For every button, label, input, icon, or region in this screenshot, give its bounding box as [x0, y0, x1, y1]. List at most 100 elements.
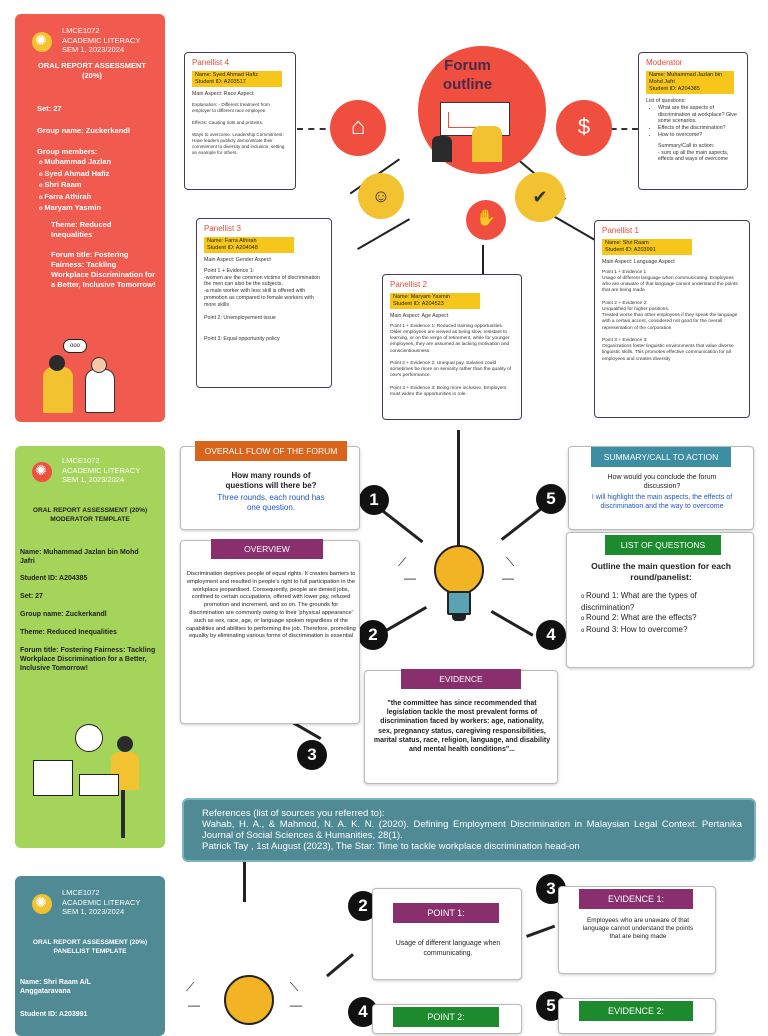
light-rays: ⟋—⟍— — [186, 980, 302, 1012]
panellist-body: Point 1 + Evidence 1 Usage of different … — [602, 269, 738, 362]
moderator-name: Name: Muhammad Jazlan bin Mohd Jafri — [20, 549, 139, 565]
evidence-title: EVIDENCE — [401, 669, 521, 689]
summary-card: SUMMARY/CALL TO ACTION How would you con… — [568, 446, 754, 530]
question-item: Round 1: What are the types of discrimin… — [581, 591, 745, 613]
panellist-id: Name: Maryam Yasmin Student ID: A204523 — [390, 293, 480, 309]
point-1-title: POINT 1: — [393, 903, 499, 923]
panellist-body: Explanation: - Different treatment from … — [192, 101, 285, 155]
questions-label: List of questions: — [646, 98, 686, 104]
panellist-aspect: Main Aspect: Race Aspect — [192, 91, 254, 97]
point-2-title: POINT 2: — [393, 1007, 499, 1027]
question-item: Round 2: What are the effects? — [581, 613, 745, 625]
forum-outline-title: Forum outline — [442, 57, 493, 93]
panellist-3-box: Panellist 3 Name: Farra Athirah Student … — [196, 218, 332, 388]
store-icon: ⌂ — [330, 100, 386, 156]
card-title: ORAL REPORT ASSESSMENT (20%) PANELLIST T… — [32, 939, 148, 955]
evidence-1-title: EVIDENCE 1: — [579, 889, 693, 909]
people-illustration: ooo — [35, 339, 130, 419]
flow-answer: Three rounds, each round has one questio… — [217, 493, 325, 512]
evidence-2-title: EVIDENCE 2: — [579, 1001, 693, 1021]
panellist-2-box: Panellist 2 Name: Maryam Yasmin Student … — [382, 274, 522, 420]
member-item: Farra Athirah — [39, 192, 111, 204]
questions-prompt: Outline the main question for each round… — [591, 561, 731, 582]
panellist-aspect: Main Aspect: Language Aspect — [602, 259, 675, 265]
lightbulb-icon — [218, 975, 280, 1035]
overview-card: OVERVIEW Discrimination deprives people … — [180, 539, 360, 724]
student-id: Student ID: A203991 — [20, 1011, 88, 1018]
member-item: Maryam Yasmin — [39, 203, 111, 215]
overview-text: Discrimination deprives people of equal … — [186, 571, 356, 640]
remote-work-illustration — [25, 724, 155, 842]
panellist-id: Name: Shri Raam Student ID: A203991 — [602, 239, 692, 255]
light-rays: ⟋—⟍— — [398, 555, 515, 585]
semester: SEM 1, 2023/2024 — [62, 475, 125, 484]
semester: SEM 1, 2023/2024 — [62, 907, 125, 916]
panellist-4-box: Panellist 4 Name: Syed Ahmad Hafiz Stude… — [184, 52, 296, 190]
group-name: Group name: Zuckerkandl — [20, 611, 107, 618]
moderator-summary: Summary/Call to action: - sum up all the… — [658, 142, 729, 163]
evidence-1-text: Employees who are unaware of that langua… — [582, 917, 694, 941]
members-label: Group members: — [37, 147, 98, 156]
point-1-card: POINT 1: Usage of different language whe… — [372, 888, 522, 980]
member-item: Muhammad Jazlan — [39, 157, 111, 169]
set-label: Set: 27 — [20, 593, 43, 600]
info-card-moderator: LMCE1072 ACADEMIC LITERACY SEM 1, 2023/2… — [15, 446, 165, 848]
questions-title: LIST OF QUESTIONS — [605, 535, 721, 555]
panellist-name: Name: Shri Raam A/L Anggataravana — [20, 979, 91, 995]
panellist-title: Panellist 1 — [602, 226, 639, 235]
meeting-illustration — [430, 100, 520, 166]
questions-card: LIST OF QUESTIONS Outline the main quest… — [566, 532, 754, 668]
forum-title: Forum title: Fostering Fairness: Tacklin… — [20, 647, 156, 672]
evidence-1-card: EVIDENCE 1: Employees who are unaware of… — [558, 886, 716, 974]
theme-label: Theme: Reduced Inequalities — [51, 220, 112, 239]
step-number: 4 — [536, 620, 566, 650]
summary-answer: I will highlight the main aspects, the e… — [591, 494, 733, 510]
course-code: LMCE1072 — [62, 456, 100, 465]
panellist-title: Panellist 3 — [204, 224, 241, 233]
moderator-title: Moderator — [646, 58, 683, 67]
flow-question: How many rounds of questions will there … — [225, 471, 317, 490]
student-id: Student ID: A204385 — [20, 575, 88, 582]
point-1-text: Usage of different language when communi… — [395, 940, 501, 957]
member-item: Shri Raam — [39, 180, 111, 192]
member-item: Syed Ahmad Hafiz — [39, 169, 111, 181]
panellist-id: Name: Farra Athirah Student ID: A204048 — [204, 237, 294, 253]
worker-icon: ☺ — [358, 173, 404, 219]
members-list: Muhammad Jazlan Syed Ahmad Hafiz Shri Ra… — [39, 157, 111, 215]
evidence-quote: "the committee has since recommended tha… — [373, 700, 551, 754]
step-number: 2 — [358, 620, 388, 650]
summary-question: How would you conclude the forum discuss… — [607, 474, 717, 490]
info-card-group: LMCE1072 ACADEMIC LITERACY SEM 1, 2023/2… — [15, 14, 165, 422]
document-check-icon: ✔ — [515, 172, 565, 222]
logo-icon — [32, 32, 52, 52]
course-name: ACADEMIC LITERACY — [62, 35, 141, 45]
summary-title: SUMMARY/CALL TO ACTION — [591, 447, 731, 467]
logo-icon — [32, 462, 52, 482]
step-number: 5 — [536, 484, 566, 514]
panellist-title: Panellist 2 — [390, 280, 427, 289]
course-name: ACADEMIC LITERACY — [62, 897, 141, 907]
questions-list: What are the aspects of discrimination a… — [646, 105, 740, 139]
course-name: ACADEMIC LITERACY — [62, 465, 141, 475]
hands-icon: ✋ — [466, 200, 506, 240]
questions-list: Round 1: What are the types of discrimin… — [581, 591, 745, 636]
card-title: ORAL REPORT ASSESSMENT (20%) — [38, 61, 146, 80]
course-code: LMCE1072 — [62, 888, 100, 897]
reference-item: Wahab, H. A., & Mahmod, N. A. K. N. (202… — [202, 819, 742, 841]
panellist-title: Panellist 4 — [192, 58, 229, 67]
info-card-panellist: LMCE1072 ACADEMIC LITERACY SEM 1, 2023/2… — [15, 876, 165, 1036]
money-bag-icon: $ — [556, 100, 612, 156]
references-box: References (list of sources you referred… — [182, 798, 756, 862]
panellist-1-box: Panellist 1 Name: Shri Raam Student ID: … — [594, 220, 750, 418]
set-label: Set: 27 — [37, 104, 62, 113]
card-title: ORAL REPORT ASSESSMENT (20%) MODERATOR T… — [32, 507, 148, 523]
evidence-2-card: EVIDENCE 2: — [558, 998, 716, 1034]
moderator-box: Moderator Name: Muhammad Jazlan bin Mohd… — [638, 52, 748, 190]
panellist-body: Point 1 + Evidence 1: Reduced training o… — [390, 323, 512, 398]
references-title: References (list of sources you referred… — [202, 808, 385, 819]
overall-flow-title: OVERALL FLOW OF THE FORUM — [195, 441, 347, 461]
question-item: Round 3: How to overcome? — [581, 625, 745, 637]
overview-title: OVERVIEW — [211, 539, 323, 559]
panellist-body: Point 1 + Evidence 1: -women are the com… — [204, 267, 320, 342]
lightbulb-icon — [428, 545, 490, 629]
